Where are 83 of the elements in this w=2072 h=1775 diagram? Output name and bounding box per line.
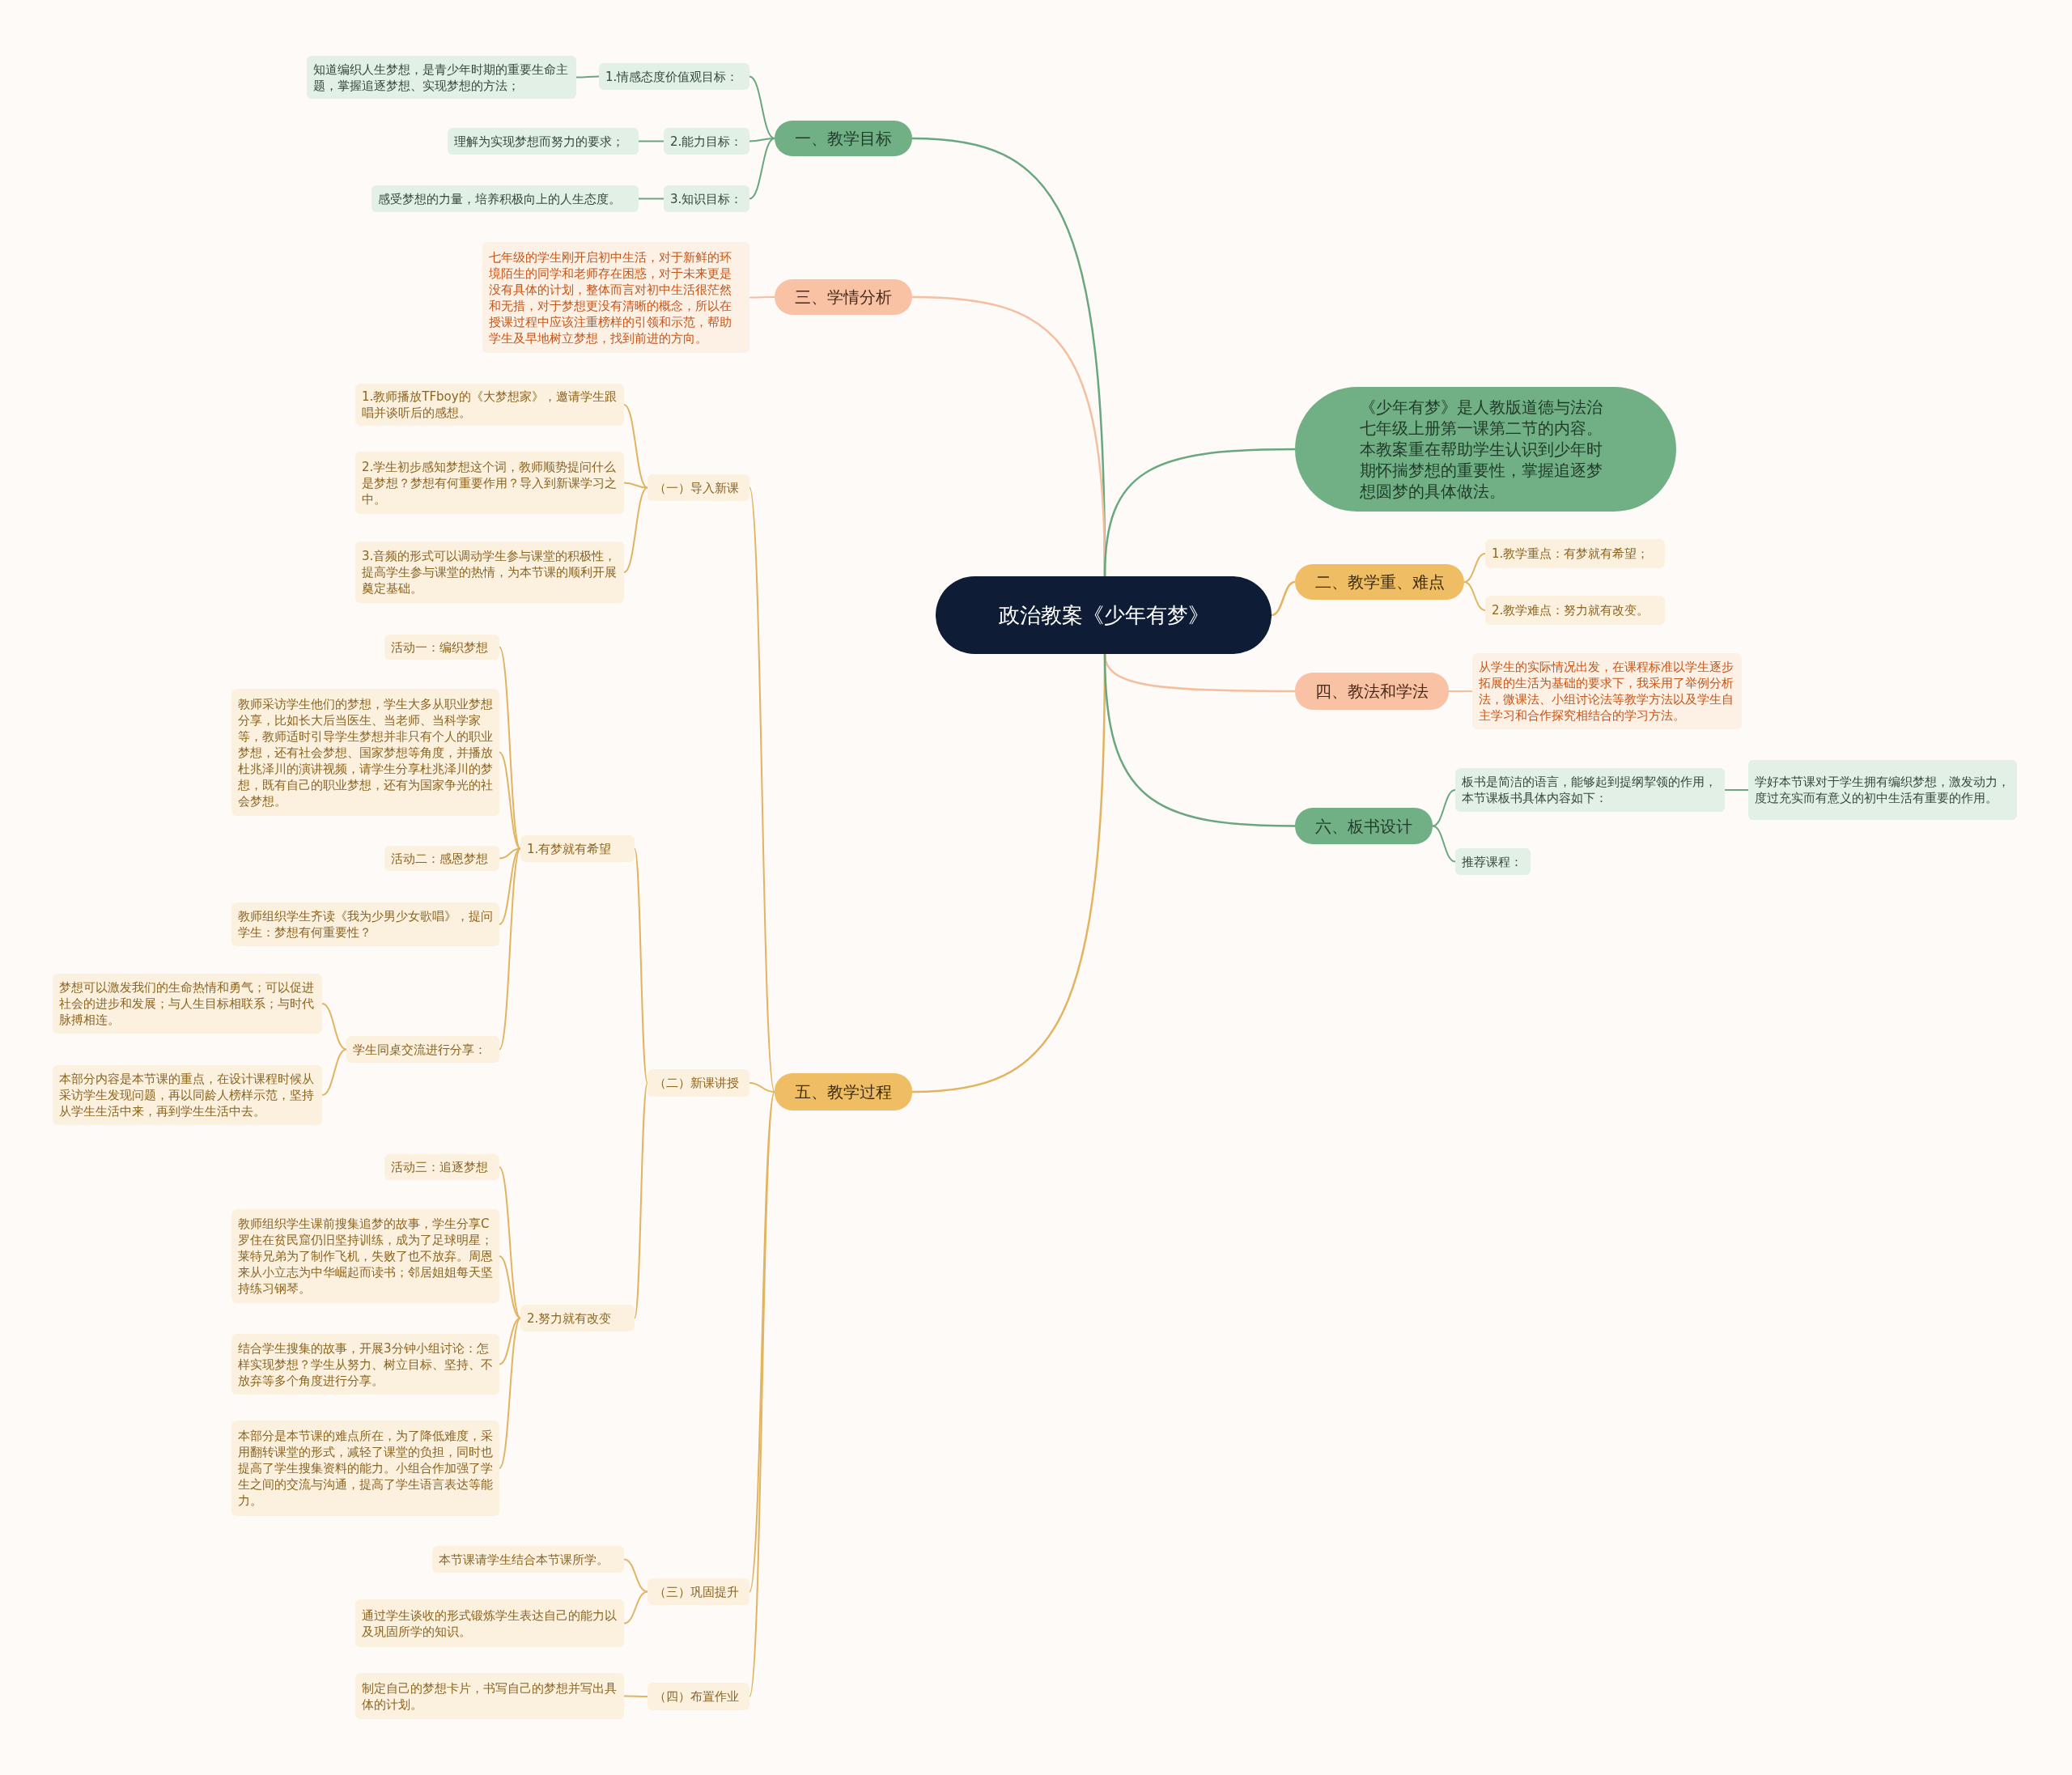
branch-line [1432,789,1456,827]
branch-line [1724,789,1749,791]
subtopic-box: 3.知识目标： [664,185,749,212]
branch-line [575,75,600,79]
branch-line [749,75,775,139]
subtopic-box: （三）巩固提升 [648,1578,749,1605]
branch-line [623,1590,648,1624]
subtopic-box: 梦想可以激发我们的生命热情和勇气；可以促进社会的进步和发展；与人生目标相联系；与时代脉搏相连。 [53,974,322,1034]
branch-line [499,1317,521,1365]
branch-line [638,197,664,200]
branch-line [623,404,648,489]
branch-line [749,138,775,142]
topic-pill: 六、板书设计 [1295,808,1433,844]
subtopic-box: 通过学生谈收的形式锻炼学生表达自己的能力以及巩固所学的知识。 [355,1599,624,1647]
branch-line [749,1082,775,1093]
topic-pill: 四、教法和学法 [1295,673,1449,710]
subtopic-box: 1.情感态度价值观目标： [599,63,749,90]
subtopic-box: 教师组织学生齐读《我为少男少女歌唱》，提问学生：梦想有何重要性？ [231,902,499,946]
branch-line [1103,448,1295,577]
topic-pill: 二、教学重、难点 [1295,564,1464,600]
note-box: 从学生的实际情况出发，在课程标准以学生逐步拓展的生活为基础的要求下，我采用了举例分析法，微课法、小组讨论法等教学方法以及学生自主学习和合作探究相结合的学习方法。 [1472,653,1742,729]
subtopic-box: 知道编织人生梦想，是青少年时期的重要生命主题，掌握追逐梦想、实现梦想的方法； [307,56,576,99]
subtopic-box: 2.能力目标： [664,128,749,155]
branch-line [623,1558,648,1593]
branch-line [638,140,664,142]
branch-line [623,486,648,573]
branch-line [321,1048,347,1096]
subtopic-box: （一）导入新课 [648,474,749,501]
branch-line [499,646,521,850]
branch-line [1271,580,1296,617]
subtopic-box: 2.教学难点：努力就有改变。 [1485,596,1665,625]
subtopic-box: （二）新课讲授 [648,1069,749,1097]
subtopic-box: 教师采访学生他们的梦想，学生大多从职业梦想分享，比如长大后当医生、当老师、当科学家等，教师适时引导学生梦想并非只有个人的职业梦想，还有社会梦想、国家梦想等角度，并播放杜兆泽川的演讲视频，请学生分享杜兆泽川的梦想，既有自己的职业梦想，还有为国家争光的社会梦想。 [231,689,499,816]
subtopic-box: 感受梦想的力量，培养积极向上的人生态度。 [372,185,639,212]
branch-line [749,486,775,1093]
summary-pill: 《少年有梦》是人教版道德与法治七年级上册第一课第二节的内容。本教案重在帮助学生认识到少年时期怀揣梦想的重要性，掌握追逐梦想圆梦的具体做法。 [1295,387,1676,512]
branch-line [749,1091,775,1697]
branch-line [749,1091,775,1593]
branch-line [321,1003,347,1051]
subtopic-box: 3.音频的形式可以调动学生参与课堂的积极性，提高学生参与课堂的热情，为本节课的顺利开展奠定基础。 [355,541,624,603]
subtopic-box: 板书是简洁的语言，能够起到提纲挈领的作用，本节课板书具体内容如下： [1455,768,1725,812]
subtopic-box: 本部分是本节课的难点所在，为了降低难度，采用翻转课堂的形式，减轻了课堂的负担，同时也提高了学生搜集资料的能力。小组合作加强了学生之间的交流与沟通，提高了学生语言表达等能力。 [231,1420,499,1516]
subtopic-box: 推荐课程： [1455,848,1531,875]
subtopic-box: 教师组织学生课前搜集追梦的故事，学生分享C罗住在贫民窟仍旧坚持训练，成为了足球明星；莱特兄弟为了制作飞机，失败了也不放弃。周恩来从小立志为中华崛起而读书；邻居姐姐每天坚持练习钢琴。 [231,1209,499,1303]
central-topic: 政治教案《少年有梦》 [936,576,1272,654]
subtopic-box: 活动三：追逐梦想 [384,1154,499,1180]
branch-line [499,1317,521,1469]
subtopic-box: 结合学生搜集的故事，开展3分钟小组讨论：怎样实现梦想？学生从努力、树立目标、坚持、不放弃等多个角度进行分享。 [231,1334,499,1395]
branch-line [499,847,521,925]
subtopic-box: 活动二：感恩梦想 [384,846,499,871]
branch-line [623,482,648,489]
topic-pill: 五、教学过程 [775,1073,912,1110]
subtopic-box: 制定自己的梦想卡片，书写自己的梦想并写出具体的计划。 [355,1673,624,1719]
branch-line [499,1255,521,1319]
branch-line [1103,653,1295,693]
branch-line [634,847,648,1084]
branch-line [499,847,521,1051]
subtopic-box: 2.努力就有改变 [520,1305,635,1331]
branch-line [1448,690,1473,692]
note-box: 七年级的学生刚开启初中生活，对于新鲜的环境陌生的同学和老师存在困惑，对于未来更是没有具体的计划，整体而言对初中生活很茫然和无措，对于梦想更没有清晰的概念，所以在授课过程中应该注重榜样的引领和示范，帮助学生及早地树立梦想，找到前进的方向。 [482,242,749,353]
subtopic-box: 1.教师播放TFboy的《大梦想家》，邀请学生跟唱并谈听后的感想。 [355,384,624,426]
branch-line [634,1082,648,1319]
subtopic-box: 2.学生初步感知梦想这个词，教师顺势提问什么是梦想？梦想有何重要作用？导入到新课学习之中。 [355,452,624,514]
subtopic-box: 1.教学重点：有梦就有希望； [1485,539,1665,568]
branch-line [1103,653,1296,827]
branch-line [749,138,775,200]
branch-line [499,751,521,850]
branch-line [1463,553,1486,583]
subtopic-box: 1.有梦就有希望 [520,835,635,862]
subtopic-box: 学生同桌交流进行分享： [346,1036,499,1063]
subtopic-box: 活动一：编织梦想 [384,635,499,660]
branch-line [1463,581,1486,611]
branch-line [749,296,775,299]
subtopic-box: 本节课请学生结合本节课所学。 [432,1546,624,1573]
subtopic-box: 本部分内容是本节课的重点，在设计课程时候从采访学生发现问题，再以同龄人榜样示范，坚持从学生生活中来，再到学生生活中去。 [53,1065,322,1125]
branch-line [499,1166,521,1319]
branch-line [623,1695,648,1697]
subtopic-box: 学好本节课对于学生拥有编织梦想，激发动力，度过充实而有意义的初中生活有重要的作用。 [1748,760,2017,820]
subtopic-box: （四）布置作业 [648,1683,749,1710]
topic-pill: 三、学情分析 [775,279,912,315]
subtopic-box: 理解为实现梦想而努力的要求； [448,128,639,155]
branch-line [1432,825,1456,863]
topic-pill: 一、教学目标 [775,121,912,156]
